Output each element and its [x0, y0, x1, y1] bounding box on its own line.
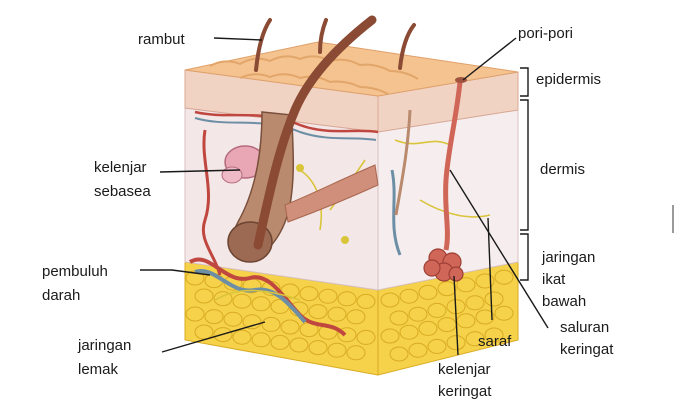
- label-sweat-gland-1: kelenjar: [438, 361, 491, 378]
- label-blood-vessel-2: darah: [42, 287, 80, 304]
- nerve-ending-2: [341, 236, 349, 244]
- label-epidermis: epidermis: [536, 71, 601, 88]
- hair-leader: [214, 38, 262, 40]
- label-subcutaneous-3: bawah: [542, 293, 586, 310]
- label-blood-vessel-1: pembuluh: [42, 263, 108, 280]
- label-sebaceous-2: sebasea: [94, 183, 151, 200]
- label-hair: rambut: [138, 31, 186, 48]
- label-pores: pori-pori: [518, 25, 573, 42]
- dermis-bracket: [520, 100, 528, 230]
- label-fat-tissue-2: lemak: [78, 361, 119, 378]
- layer-brackets: [520, 68, 528, 280]
- subcutaneous-bracket: [520, 234, 528, 280]
- label-sweat-duct-2: keringat: [560, 341, 614, 358]
- label-sebaceous-1: kelenjar: [94, 159, 147, 176]
- label-sweat-gland-2: keringat: [438, 383, 492, 400]
- label-dermis: dermis: [540, 161, 585, 178]
- skin-block: [185, 20, 518, 375]
- label-subcutaneous-2: ikat: [542, 271, 566, 288]
- label-sweat-duct-1: saluran: [560, 319, 609, 336]
- label-fat-tissue-1: jaringan: [77, 337, 131, 354]
- epidermis-bracket: [520, 68, 528, 96]
- label-nerve: saraf: [478, 333, 512, 350]
- nerve-ending: [296, 164, 304, 172]
- edge-mark: [672, 205, 674, 233]
- label-subcutaneous-1: jaringan: [541, 249, 595, 266]
